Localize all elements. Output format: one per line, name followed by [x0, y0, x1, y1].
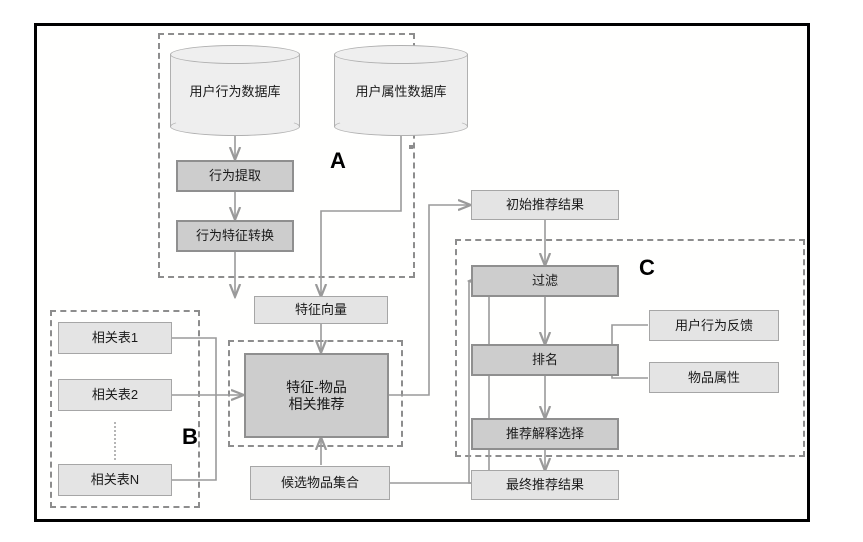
node-label-line2: 相关推荐 [288, 395, 345, 412]
group-label-b: B [182, 424, 198, 449]
node-feature-item-recommend[interactable]: 特征-物品 相关推荐 [244, 353, 389, 438]
node-label: 用户行为数据库 [189, 84, 281, 99]
node-label-line1: 特征-物品 [286, 378, 347, 395]
node-ranking[interactable]: 排名 [471, 344, 619, 376]
node-filter[interactable]: 过滤 [471, 265, 619, 297]
ellipsis-dots [114, 422, 118, 460]
node-label: 用户属性数据库 [355, 84, 447, 99]
node-candidate-item-set[interactable]: 候选物品集合 [250, 466, 390, 500]
node-user-behavior-feedback[interactable]: 用户行为反馈 [649, 310, 779, 341]
cylinder-bottom [334, 117, 468, 136]
node-user-attribute-db[interactable]: 用户属性数据库 [334, 45, 468, 136]
cylinder-body [170, 54, 300, 127]
node-item-attribute[interactable]: 物品属性 [649, 362, 779, 393]
group-label-c: C [639, 255, 655, 280]
node-feature-vector[interactable]: 特征向量 [254, 296, 388, 324]
node-behavior-extraction[interactable]: 行为提取 [176, 160, 294, 192]
group-label-a: A [330, 148, 346, 173]
group-box-a-right [409, 145, 413, 149]
cylinder-body [334, 54, 468, 127]
cylinder-bottom [170, 117, 300, 136]
cylinder-top [170, 45, 300, 64]
group-box-a [158, 33, 415, 278]
cylinder-top [334, 45, 468, 64]
node-relation-table-1[interactable]: 相关表1 [58, 322, 172, 354]
node-recommend-explain-select[interactable]: 推荐解释选择 [471, 418, 619, 450]
node-relation-table-n[interactable]: 相关表N [58, 464, 172, 496]
node-relation-table-2[interactable]: 相关表2 [58, 379, 172, 411]
node-initial-recommend-result[interactable]: 初始推荐结果 [471, 190, 619, 220]
node-final-recommend-result[interactable]: 最终推荐结果 [471, 470, 619, 500]
node-behavior-feature-transform[interactable]: 行为特征转换 [176, 220, 294, 252]
node-user-behavior-db[interactable]: 用户行为数据库 [170, 45, 300, 136]
